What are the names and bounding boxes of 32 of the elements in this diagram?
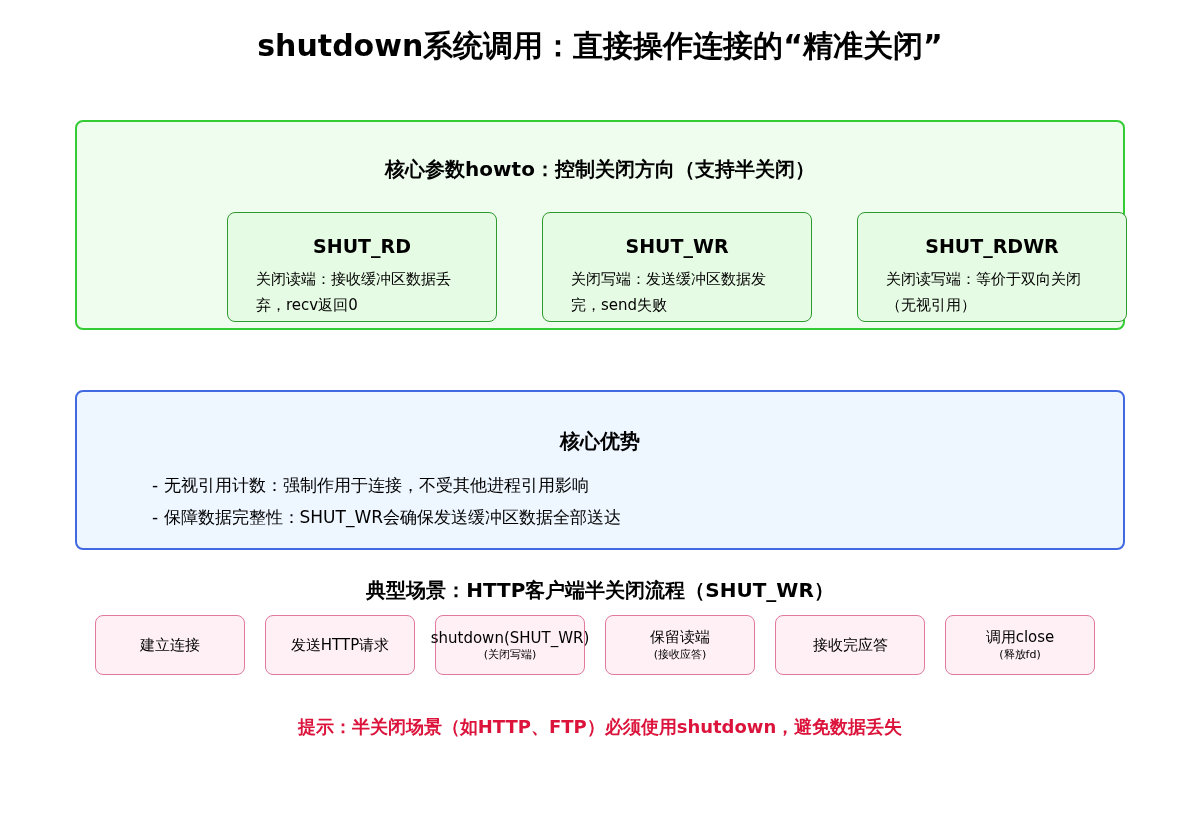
option-card (542, 212, 812, 322)
step-label: 保留读端 (650, 628, 710, 647)
parameter-panel (75, 120, 1125, 330)
note-text: 提示：半关闭场景（如HTTP、FTP）必须使用shutdown，避免数据丢失 (296, 715, 904, 739)
step-box (265, 615, 415, 675)
step-box (605, 615, 755, 675)
heading: SHUT_RD (312, 235, 412, 257)
section-heading: 典型场景：HTTP客户端半关闭流程（SHUT_WR） (365, 577, 835, 604)
step-note: (关闭写端) (482, 647, 538, 662)
step-label: 调用close (985, 628, 1055, 647)
heading: SHUT_RDWR (924, 235, 1060, 257)
heading: SHUT_WR (624, 235, 730, 257)
diagram-title: shutdown系统调用：直接操作连接的“精准关闭” (256, 27, 944, 65)
step-label: 接收完应答 (812, 635, 888, 655)
description: - 保障数据完整性：SHUT_WR会确保发送缓冲区数据全部送达 (152, 506, 623, 530)
option-card (227, 212, 497, 322)
step-box (945, 615, 1095, 675)
advantage-panel (75, 390, 1125, 550)
description: 关闭读端：接收缓冲区数据丢弃，recv返回0 (256, 269, 452, 316)
step-note: (释放fd) (998, 647, 1042, 662)
description: - 无视引用计数：强制作用于连接，不受其他进程引用影响 (152, 474, 590, 497)
description: 关闭写端：发送缓冲区数据发完，send失败 (571, 269, 767, 316)
heading: 核心优势 (558, 428, 641, 455)
step-note: (接收应答) (652, 647, 708, 662)
step-box (775, 615, 925, 675)
step-label: shutdown(SHUT_WR) (430, 628, 590, 647)
heading: 核心参数howto：控制关闭方向（支持半关闭） (383, 156, 816, 183)
description: 关闭读写端：等价于双向关闭（无视引用） (886, 269, 1082, 316)
option-card (857, 212, 1127, 322)
step-label: 发送HTTP请求 (290, 635, 390, 655)
step-box (95, 615, 245, 675)
step-label: 建立连接 (140, 635, 200, 655)
